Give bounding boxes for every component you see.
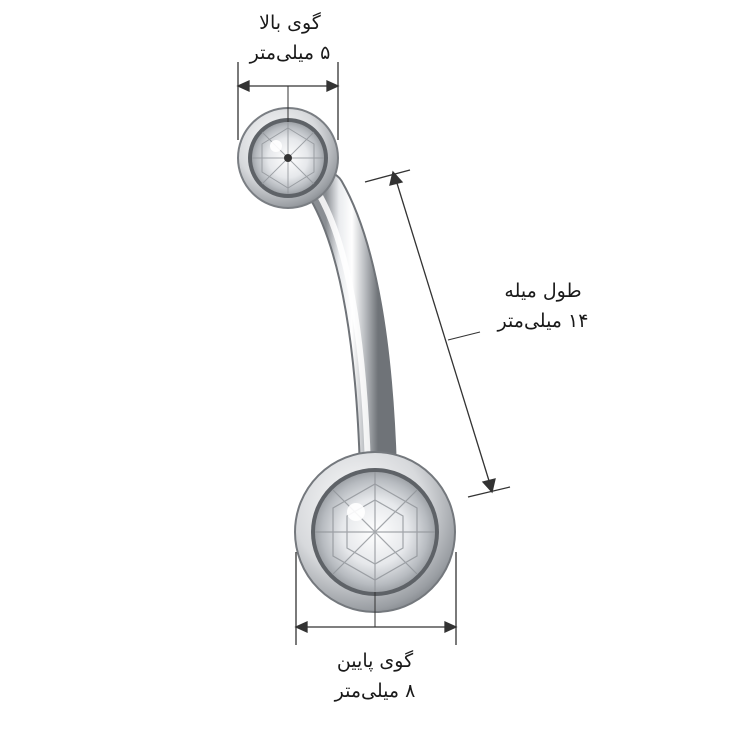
top-ball-dimension — [236, 62, 340, 140]
shaft-label: طول میله ۱۴ میلی‌متر — [448, 276, 638, 336]
top-ball-title: گوی بالا — [259, 12, 321, 34]
top-ball-value: ۵ میلی‌متر — [249, 42, 331, 64]
bottom-ball-label: گوی پایین ۸ میلی‌متر — [290, 646, 460, 706]
top-ball-label: گوی بالا ۵ میلی‌متر — [210, 8, 370, 68]
bottom-ball-title: گوی پایین — [336, 650, 414, 672]
bottom-ball — [294, 451, 456, 613]
shaft-length-dimension — [364, 169, 511, 498]
top-ball — [237, 107, 339, 209]
shaft-value: ۱۴ میلی‌متر — [497, 310, 589, 332]
bottom-ball-value: ۸ میلی‌متر — [334, 680, 416, 702]
bottom-ball-dimension — [294, 552, 458, 645]
shaft-title: طول میله — [504, 280, 582, 302]
